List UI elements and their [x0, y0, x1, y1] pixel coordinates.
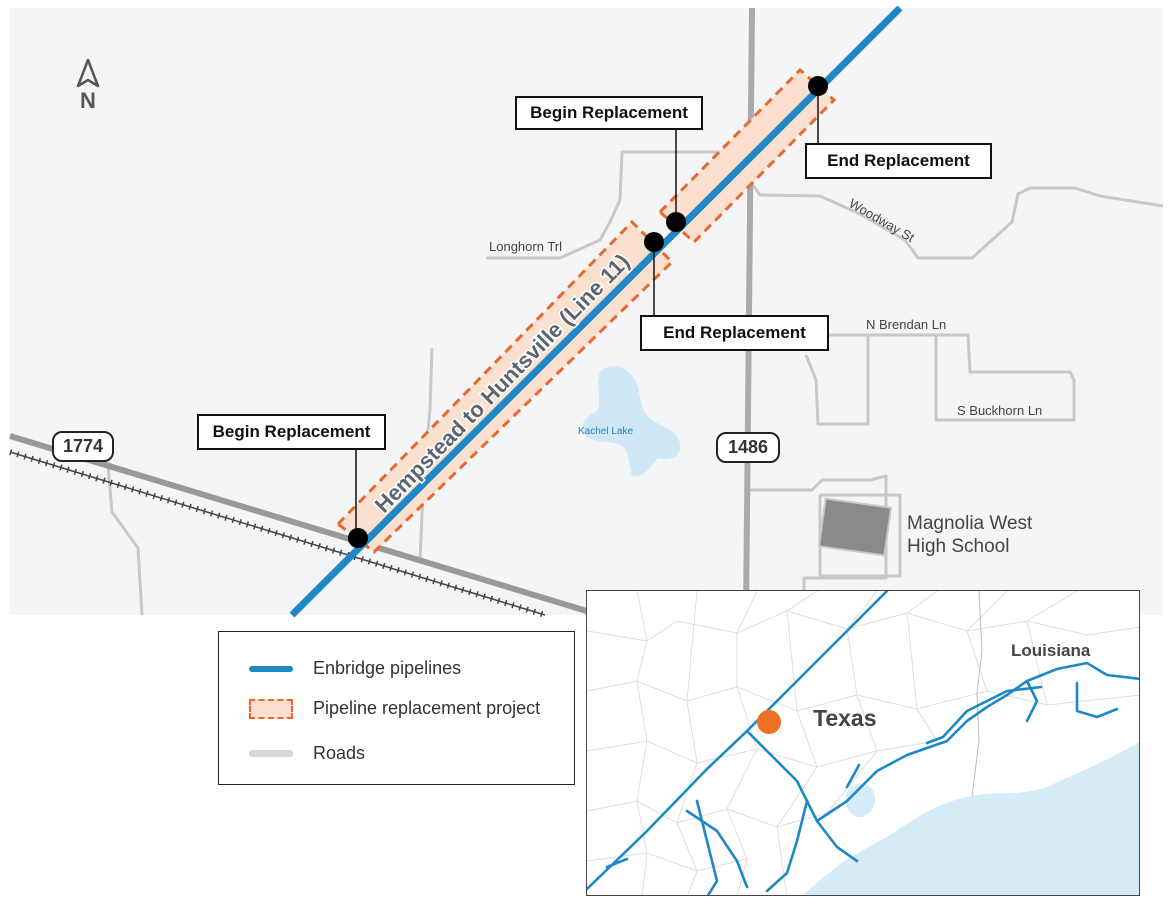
- railroad-ties: [9, 449, 546, 618]
- road-label-n-brendan-ln: N Brendan Ln: [866, 317, 946, 332]
- road-label-longhorn-trl: Longhorn Trl: [489, 239, 562, 254]
- legend-row-pipelines: Enbridge pipelines: [249, 658, 461, 679]
- callout-begin-replacement-north: Begin Replacement: [515, 96, 703, 130]
- legend-pipeline-swatch: [249, 665, 293, 672]
- callout-end-replacement-middle: End Replacement: [640, 315, 829, 351]
- road-label-s-buckhorn-ln: S Buckhorn Ln: [957, 403, 1042, 418]
- legend-row-project: Pipeline replacement project: [249, 698, 540, 719]
- point-end-north: [808, 76, 828, 96]
- magnolia-west-school-building: [817, 497, 893, 557]
- galveston-bay: [845, 783, 876, 818]
- road-woodway-st-2: [746, 177, 1164, 260]
- highway-1486-road: [743, 7, 755, 616]
- road-lower-left: [106, 464, 144, 616]
- legend-project-label: Pipeline replacement project: [313, 698, 541, 718]
- legend-row-roads: Roads: [249, 743, 365, 764]
- road-n-brendan-ln: [806, 333, 1076, 422]
- north-label: N: [80, 88, 96, 113]
- highway-shield-1486: 1486: [716, 432, 780, 463]
- project-area-south: [335, 219, 675, 554]
- highway-1774-road: [9, 433, 591, 615]
- road-school-access: [748, 474, 888, 615]
- point-begin-south: [348, 528, 368, 548]
- map-legend: Enbridge pipelines Pipeline replacement …: [218, 631, 575, 785]
- legend-roads-label: Roads: [313, 743, 366, 763]
- inset-label-texas: Texas: [813, 705, 877, 731]
- north-arrow-icon: [76, 58, 100, 88]
- inset-label-louisiana: Louisiana: [1011, 641, 1091, 660]
- inset-locator-map: Texas Louisiana: [586, 590, 1140, 896]
- highway-1774-label: 1774: [63, 436, 103, 456]
- road-n-brendan-loop: [804, 335, 870, 426]
- highway-shield-1774: 1774: [52, 431, 114, 462]
- school-label-line2: High School: [907, 536, 1009, 557]
- point-end-middle: [644, 232, 664, 252]
- legend-project-swatch: [249, 698, 293, 719]
- location-dot-icon: [757, 710, 781, 734]
- lake-label: Kachel Lake: [578, 426, 633, 437]
- callout-begin-replacement-south: Begin Replacement: [197, 414, 386, 450]
- gulf-of-mexico: [803, 742, 1139, 895]
- inset-map-svg: Texas Louisiana: [587, 591, 1139, 895]
- legend-road-swatch: [249, 750, 293, 757]
- enbridge-pipeline-line-11: [289, 5, 903, 618]
- callout-end-replacement-north: End Replacement: [805, 143, 992, 179]
- kachel-lake: [582, 366, 681, 477]
- point-begin-north: [666, 212, 686, 232]
- road-school-loop: [818, 493, 902, 578]
- legend-pipelines-label: Enbridge pipelines: [313, 658, 462, 678]
- school-label-line1: Magnolia West: [907, 513, 1033, 534]
- highway-1486-label: 1486: [728, 437, 768, 457]
